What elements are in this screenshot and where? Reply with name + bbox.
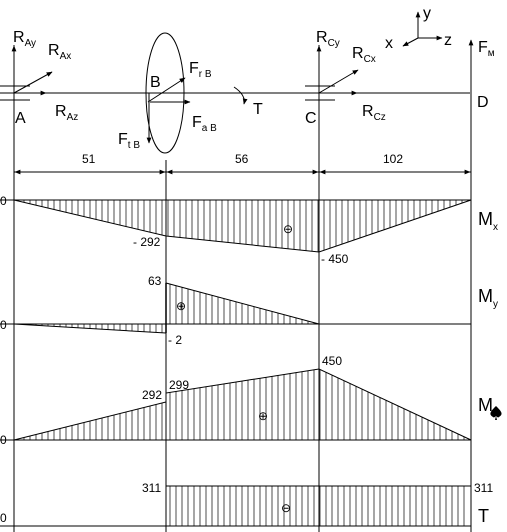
label-ftb: Ft B <box>118 131 140 151</box>
hatch-t <box>169 486 465 526</box>
value-mx-c: - 450 <box>321 252 349 266</box>
torque-arrow <box>233 86 248 105</box>
dimension-51: 51 <box>82 152 96 166</box>
axis-label-z: z <box>444 32 452 49</box>
label-point-d: D <box>477 94 489 111</box>
axis-label-y: y <box>423 5 431 22</box>
hatch-my <box>17 284 315 333</box>
title-my: My <box>478 286 498 310</box>
force-frb-arrow <box>147 77 186 103</box>
label-torque: T <box>253 101 263 118</box>
title-mx: Mx <box>478 209 498 233</box>
zero-mx: 0 <box>0 194 7 208</box>
force-rcx-arrow <box>318 69 359 94</box>
outline-t <box>165 485 472 527</box>
dimension-56: 56 <box>235 152 249 166</box>
value-t-right: 311 <box>474 481 493 495</box>
force-rax-arrow <box>13 71 53 94</box>
value-m-292: 292 <box>142 388 162 402</box>
outline-my-left <box>13 323 167 334</box>
label-fab: Fa B <box>192 114 217 134</box>
hatch-m <box>17 369 465 440</box>
value-t-left: 311 <box>142 481 161 495</box>
hatch-mx <box>17 200 469 252</box>
label-rcz: RCz <box>362 103 386 123</box>
gear-wheel-b <box>145 32 185 154</box>
outline-my-right <box>165 282 320 325</box>
zero-my: 0 <box>0 318 7 332</box>
value-my-2: - 2 <box>168 333 182 347</box>
value-mx-b: - 292 <box>133 235 161 249</box>
value-m-450: 450 <box>322 354 342 368</box>
sign-m: ⊕ <box>258 409 268 423</box>
value-m-299: 299 <box>169 378 189 392</box>
label-point-b: B <box>150 74 161 91</box>
outline-m <box>13 368 472 441</box>
outline-mx <box>13 199 472 253</box>
spade-icon <box>490 406 502 420</box>
shaft-scheme <box>0 11 474 532</box>
sign-my: ⊕ <box>176 299 186 313</box>
title-m: M <box>478 395 493 415</box>
scheme-labels: RAy RAx RAz A B Fr B Fa B Ft B T RCy RCx… <box>13 5 495 166</box>
label-raz: RAz <box>55 103 78 123</box>
diagram-my: 0 63 - 2 ⊕ My <box>0 274 498 347</box>
sign-mx: ⊖ <box>283 222 293 236</box>
sign-t: ⊖ <box>281 501 291 515</box>
diagram-m: 0 292 299 450 ⊕ M <box>0 354 502 447</box>
label-point-a: A <box>15 110 26 127</box>
dimension-102: 102 <box>383 152 403 166</box>
diagram-mx: 0 - 292 - 450 ⊖ Mx <box>0 194 498 266</box>
title-t: T <box>478 506 489 526</box>
axis-label-x: x <box>385 35 393 52</box>
label-rcy: RCy <box>316 29 340 49</box>
label-rax: RAx <box>48 42 71 62</box>
label-rcx: RCx <box>352 45 376 65</box>
axis-x-arrow <box>402 37 419 47</box>
value-my-63: 63 <box>148 274 162 288</box>
zero-t: 0 <box>0 511 7 525</box>
diagram-t: 0 311 311 ⊖ T <box>0 481 493 527</box>
label-point-c: C <box>305 110 317 127</box>
zero-m: 0 <box>0 433 7 447</box>
label-frb: Fr B <box>189 60 212 80</box>
label-ray: RAy <box>13 29 36 49</box>
label-fm: Fм <box>478 39 495 59</box>
